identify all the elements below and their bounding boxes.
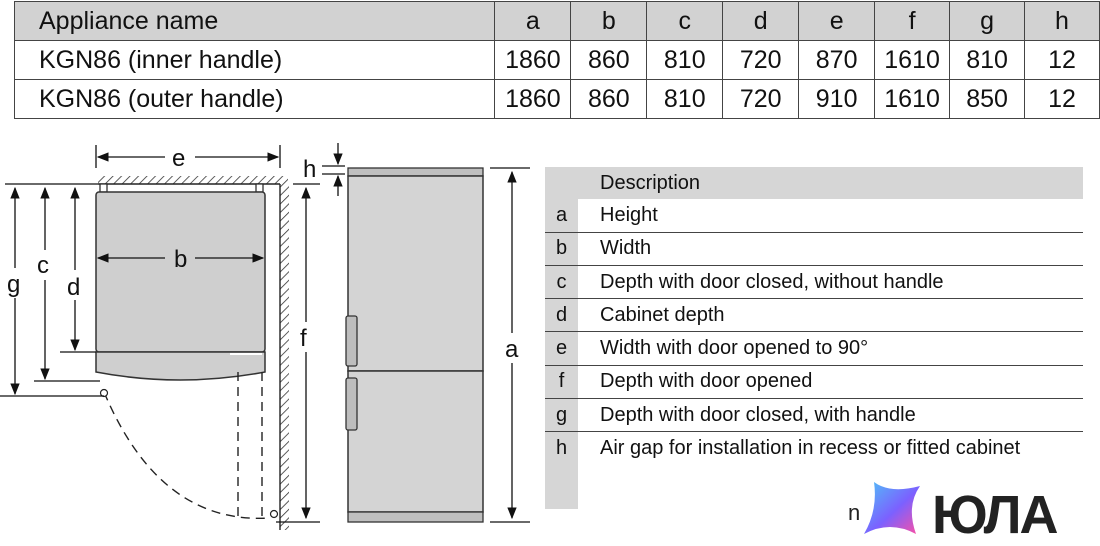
legend-key-column-end: [545, 464, 578, 509]
legend-text: Depth with door closed, without handle: [600, 270, 944, 293]
label-f: f: [300, 325, 307, 352]
legend-key: d: [545, 299, 578, 332]
cell-g: 850: [949, 79, 1026, 119]
list-item: h Air gap for installation in recess or …: [545, 432, 1083, 465]
dimension-table: Appliance name a b c d e f g h KGN86 (in…: [13, 1, 1100, 119]
legend-text: Height: [600, 203, 658, 226]
header-col-e: e: [798, 1, 876, 41]
cell-h: 12: [1024, 79, 1100, 119]
legend-key: c: [545, 265, 578, 299]
list-item: d Cabinet depth: [545, 299, 1083, 333]
label-d: d: [67, 274, 80, 301]
cell-h: 12: [1024, 40, 1100, 80]
legend-text: Air gap for installation in recess or fi…: [600, 437, 1021, 460]
header-col-g: g: [949, 1, 1026, 41]
row-name: KGN86 (inner handle): [13, 40, 496, 80]
legend-key: f: [545, 365, 578, 399]
list-item: g Depth with door closed, with handle: [545, 399, 1083, 433]
list-item: c Depth with door closed, without handle: [545, 265, 1083, 300]
table-row: KGN86 (outer handle) 1860 860 810 720 91…: [13, 79, 1100, 119]
header-col-h: h: [1024, 1, 1100, 41]
header-col-f: f: [874, 1, 951, 41]
cell-a: 1860: [494, 79, 572, 119]
door-closed: [95, 351, 266, 381]
cell-f: 1610: [874, 40, 951, 80]
cell-g: 810: [949, 40, 1026, 80]
youla-logo-icon: [864, 482, 920, 534]
label-e: e: [172, 145, 185, 172]
legend-text: Depth with door closed, with handle: [600, 403, 916, 426]
cell-e: 910: [798, 79, 876, 119]
list-item: a Height: [545, 199, 1083, 233]
header-appliance-name: Appliance name: [13, 1, 496, 41]
door-swing-arc: [103, 391, 271, 520]
wall-hatch-right: [280, 184, 289, 530]
front-view: h a: [303, 143, 530, 523]
header-col-a: a: [494, 1, 572, 41]
label-c: c: [37, 252, 49, 279]
cell-b: 860: [570, 79, 648, 119]
header-col-d: d: [722, 1, 800, 41]
legend-key: h: [545, 432, 578, 465]
header-col-b: b: [570, 1, 648, 41]
list-item: f Depth with door opened: [545, 365, 1083, 400]
legend-text: Width: [600, 237, 652, 260]
lower-handle: [345, 377, 358, 431]
label-h: h: [303, 156, 316, 183]
watermark-prefix: n: [848, 500, 861, 525]
upper-handle: [345, 315, 358, 367]
table-row: KGN86 (inner handle) 1860 860 810 720 87…: [13, 40, 1100, 80]
cell-b: 860: [570, 40, 648, 80]
watermark-logo-text: ЮЛА: [932, 485, 1059, 545]
dimension-diagram: e b d c g f h: [0, 143, 530, 530]
legend-key: b: [545, 232, 578, 265]
label-b: b: [174, 246, 187, 273]
legend-text: Depth with door opened: [600, 370, 813, 393]
legend-key: a: [545, 199, 578, 232]
cell-e: 870: [798, 40, 876, 80]
legend-text: Cabinet depth: [600, 303, 725, 326]
fridge-upper-door: [347, 175, 484, 372]
wall-hatch-top: [98, 176, 288, 184]
row-name: KGN86 (outer handle): [13, 79, 496, 119]
cell-d: 720: [722, 79, 800, 119]
legend-header-label: Description: [600, 171, 701, 194]
cell-d: 720: [722, 40, 800, 80]
cell-c: 810: [646, 79, 724, 119]
fridge-lower-door: [347, 370, 484, 513]
legend-key: g: [545, 399, 578, 432]
cell-c: 810: [646, 40, 724, 80]
cell-f: 1610: [874, 79, 951, 119]
legend-text: Width with door opened to 90°: [600, 337, 869, 360]
list-item: b Width: [545, 232, 1083, 266]
cell-a: 1860: [494, 40, 572, 80]
top-view: e b d c g f: [0, 145, 320, 530]
legend-header: Description: [545, 167, 1083, 200]
dimension-table-header: Appliance name a b c d e f g h: [13, 1, 1100, 41]
legend-key: e: [545, 332, 578, 365]
label-a: a: [505, 336, 519, 363]
header-col-c: c: [646, 1, 724, 41]
label-g: g: [7, 271, 20, 298]
list-item: e Width with door opened to 90°: [545, 332, 1083, 366]
legend-table: Description a Height b Width c Depth wit…: [545, 167, 1083, 509]
